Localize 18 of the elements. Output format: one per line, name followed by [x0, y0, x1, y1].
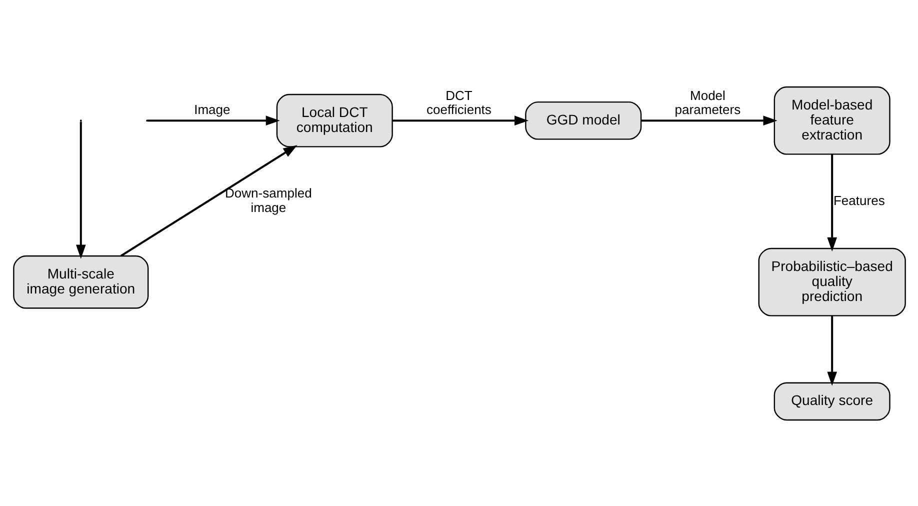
node-box: Multi-scale image generation — [12, 254, 148, 308]
arrow — [826, 154, 837, 251]
node-box: GGD model — [524, 100, 642, 140]
arrow — [392, 115, 528, 126]
arrow — [75, 121, 86, 258]
node-box: Quality score — [773, 382, 890, 420]
arrow — [826, 315, 837, 386]
arrow — [147, 115, 280, 126]
node-box: Probabilistic–based quality prediction — [758, 247, 906, 316]
edge-label: Model parameters — [674, 87, 740, 116]
node-box: Local DCT computation — [276, 93, 392, 147]
edge-label: Down-sampled image — [224, 185, 312, 214]
edge-label: Features — [832, 192, 884, 208]
node-box: Model-based feature extraction — [773, 86, 890, 154]
edge-label: DCT coefficients — [426, 87, 491, 116]
arrow — [120, 144, 297, 256]
arrow — [640, 115, 777, 126]
edge-label: Image — [194, 101, 230, 116]
